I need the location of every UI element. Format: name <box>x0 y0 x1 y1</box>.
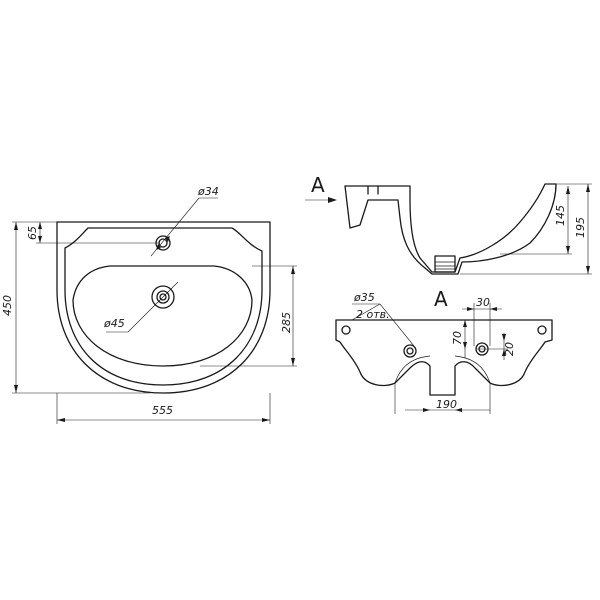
back-view: A ø35 2 отв. 30 70 2 <box>335 287 553 414</box>
dim-70-label: 70 <box>451 331 464 345</box>
drain-inner <box>156 290 170 304</box>
rim-dim-label: 65 <box>26 226 39 240</box>
drain-diameter-label: ø45 <box>103 317 125 330</box>
bowl-contour <box>72 265 253 367</box>
plan-view: ø34 ø45 555 450 65 285 <box>1 185 297 424</box>
hole-count-label: 2 отв. <box>356 308 390 321</box>
back-profile <box>335 319 553 396</box>
depth-dim-label: 450 <box>1 295 14 316</box>
mount-hole-left <box>341 325 351 335</box>
tap-hole-inner <box>158 238 168 248</box>
width-dim-label: 555 <box>152 404 173 417</box>
bowl-dim-label: 285 <box>280 312 293 333</box>
back-view-marker: A <box>434 287 448 311</box>
side-profile <box>344 183 557 275</box>
mount-hole-right <box>537 325 547 335</box>
tap-hole-diameter-label: ø34 <box>197 185 219 198</box>
spacing-dim-label: 30 <box>476 296 490 309</box>
side-inner-dim-label: 145 <box>554 205 567 226</box>
dim-190-label: 190 <box>436 398 457 411</box>
drain-outlet <box>434 255 456 273</box>
hole-diameter-label: ø35 <box>353 291 375 304</box>
basin-deck-line <box>64 227 263 386</box>
side-view-marker: A <box>311 173 325 197</box>
tap-hole-left <box>403 344 417 358</box>
basin-outer-contour <box>56 221 271 394</box>
side-view: A 195 145 <box>305 173 592 275</box>
drain-core <box>159 293 167 301</box>
drain-outer <box>151 285 175 309</box>
dim-20-label: 20 <box>503 342 516 356</box>
side-height-dim-label: 195 <box>574 217 587 238</box>
